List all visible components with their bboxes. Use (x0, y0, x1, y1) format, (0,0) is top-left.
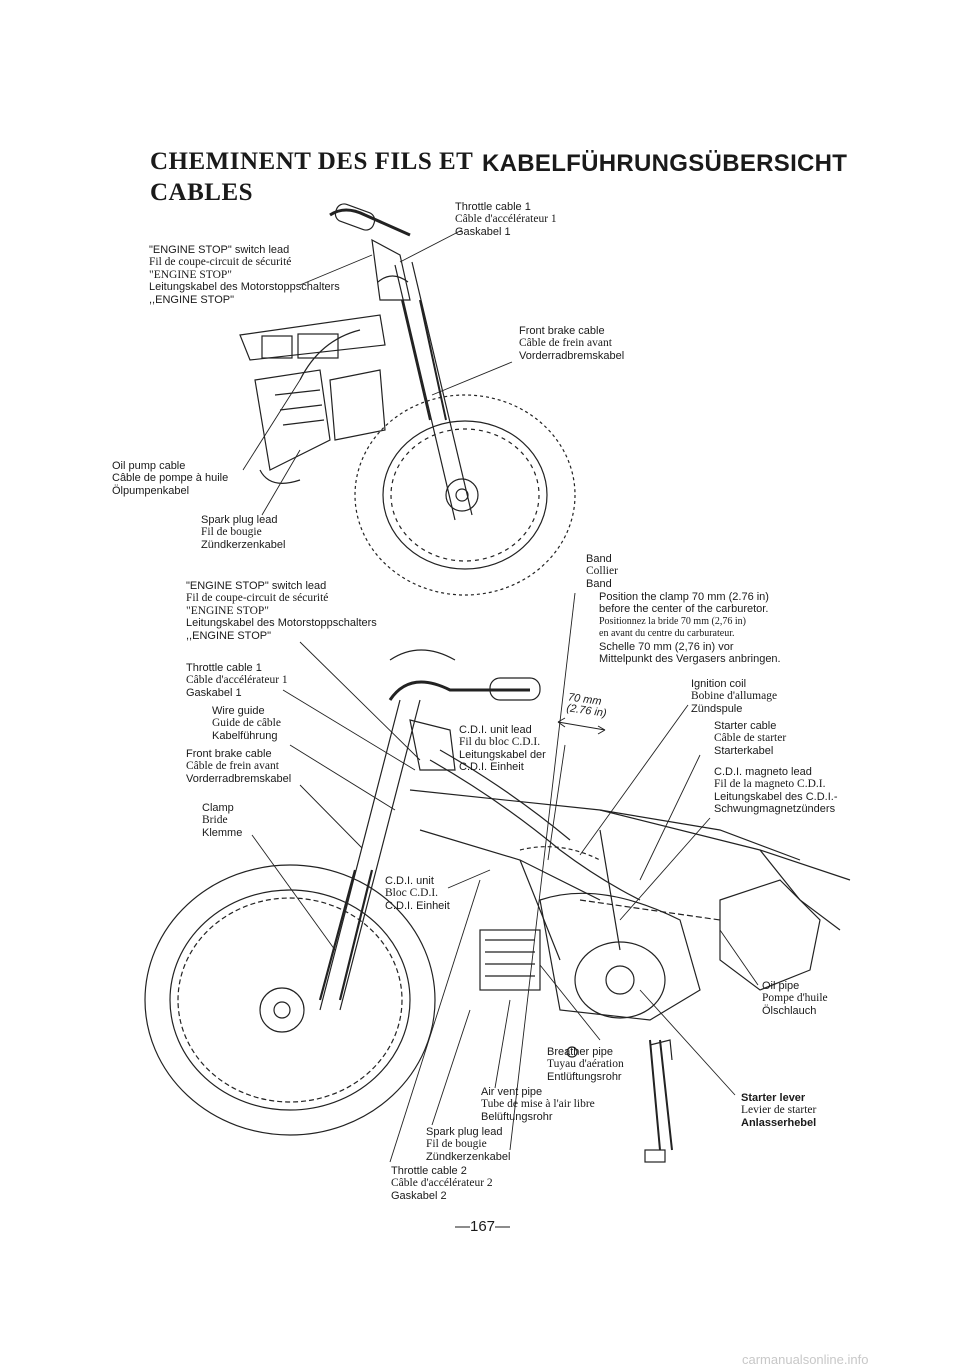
label-band: Band Collier Band (586, 553, 618, 590)
title-french-line2: CABLES (150, 179, 254, 206)
bottom-engine-drawing (479, 892, 701, 1058)
label-breather-pipe: Breather pipe Tuyau d'aération Entlüftun… (547, 1046, 624, 1083)
top-front-wheel-drawing (354, 394, 576, 596)
label-front-brake-bottom: Front brake cable Câble de frein avant V… (186, 748, 292, 785)
label-clamp: Clamp Bride Klemme (202, 802, 243, 839)
label-ignition-coil: Ignition coil Bobine d'allumage Zündspul… (691, 678, 778, 715)
watermark: carmanualsonline.info (742, 1352, 869, 1367)
label-throttle-cable-2: Throttle cable 2 Câble d'accélérateur 2 … (391, 1165, 493, 1202)
label-band-note: Position the clamp 70 mm (2.76 in) befor… (599, 591, 781, 666)
label-wire-guide: Wire guide Guide de câble Kabelführung (212, 705, 281, 742)
label-front-brake-top: Front brake cable Câble de frein avant V… (519, 325, 625, 362)
label-starter-lever: Starter lever Levier de starter Anlasser… (741, 1092, 817, 1129)
bottom-fork-and-bars-drawing (318, 649, 541, 1011)
label-air-vent-pipe: Air vent pipe Tube de mise à l'air libre… (481, 1086, 595, 1123)
bottom-front-wheel-drawing (144, 864, 436, 1136)
label-engine-stop-bottom: "ENGINE STOP" switch lead Fil de coupe-c… (186, 580, 377, 642)
bottom-rear-section-drawing (644, 879, 821, 1163)
dimension-arrow (557, 717, 606, 735)
bottom-cable-bundle-drawing (429, 749, 721, 921)
page-number: —167— (455, 1218, 511, 1235)
title-german: KABELFÜHRUNGSÜBERSICHT (482, 150, 848, 177)
bottom-leader-lines (251, 592, 759, 1163)
top-fork-and-bars-drawing (329, 203, 473, 521)
title-french-line1: CHEMINENT DES FILS ET (150, 148, 474, 175)
label-engine-stop-top: "ENGINE STOP" switch lead Fil de coupe-c… (149, 244, 340, 306)
label-oil-pump-cable: Oil pump cable Câble de pompe à huile Öl… (112, 460, 229, 497)
label-spark-plug-bottom: Spark plug lead Fil de bougie Zündkerzen… (426, 1126, 511, 1163)
label-throttle-cable-1-bottom: Throttle cable 1 Câble d'accélérateur 1 … (186, 662, 288, 699)
label-starter-cable: Starter cable Câble de starter Starterka… (714, 720, 787, 757)
label-throttle-cable-1-top: Throttle cable 1 Câble d'accélérateur 1 … (455, 201, 557, 238)
label-spark-plug-top: Spark plug lead Fil de bougie Zündkerzen… (201, 514, 286, 551)
label-cdi-unit-lead: C.D.I. unit lead Fil du bloc C.D.I. Leit… (459, 724, 546, 774)
label-cdi-unit: C.D.I. unit Bloc C.D.I. C.D.I. Einheit (385, 875, 450, 912)
top-frame-and-engine-drawing (239, 314, 386, 484)
label-cdi-magneto-lead: C.D.I. magneto lead Fil de la magneto C.… (714, 766, 838, 816)
top-leader-lines (242, 229, 513, 516)
label-oil-pipe: Oil pipe Pompe d'huile Ölschlauch (762, 980, 828, 1017)
